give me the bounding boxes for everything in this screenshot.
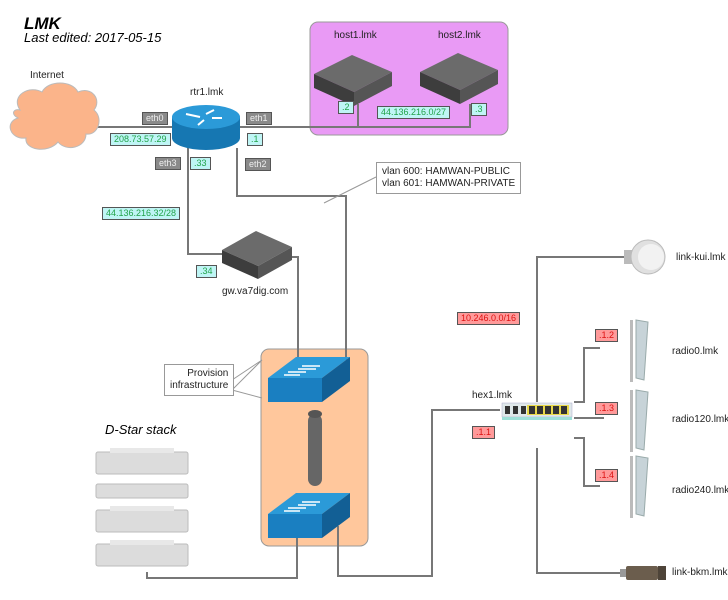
hex-ip-tag: .1.1: [472, 426, 496, 439]
internet-label: Internet: [30, 70, 64, 81]
host2-label: host2.lmk: [438, 30, 481, 41]
server-icon-host2: [420, 53, 498, 104]
sector-antenna-radio240: [630, 455, 649, 518]
gw-subnet-tag: 44.136.216.32/28: [102, 207, 181, 220]
dstar-unit-2: [95, 483, 189, 499]
wire-router-hosts: [238, 104, 471, 128]
dish-antenna-icon: [624, 239, 666, 275]
gw-ip-tag: .34: [196, 265, 217, 278]
host-subnet-tag: 44.136.216.0/27: [377, 106, 451, 119]
radio240-ip-tag: .1.4: [595, 469, 619, 482]
page-title: LMK: [24, 14, 61, 33]
wire-gw-switch: [292, 256, 299, 362]
provision-callout-line1: Provision: [187, 368, 229, 379]
radio240-label: radio240.lmk: [672, 485, 728, 496]
eth1-tag: eth1: [246, 112, 272, 125]
eth0-tag: eth0: [142, 112, 168, 125]
link-bkm-label: link-bkm.lmk: [672, 567, 728, 578]
wire-hex-bkm: [536, 448, 620, 574]
switch-icon-bottom: [268, 493, 350, 538]
link-kui-label: link-kui.lmk: [676, 252, 726, 263]
hex-router-icon: [501, 402, 573, 420]
eth2-tag: eth2: [245, 158, 271, 171]
hex-label: hex1.lmk: [472, 390, 513, 401]
vlan-callout-pointer: [323, 176, 377, 204]
eth1-ip-tag: .1: [247, 133, 263, 146]
dstar-unit-1: [95, 448, 189, 475]
vlan-callout-line1: vlan 600: HAMWAN-PUBLIC: [382, 166, 510, 177]
host-group-box: [309, 21, 509, 136]
sector-antenna-radio0: [630, 319, 649, 382]
vlan-callout: vlan 600: HAMWAN-PUBLIC vlan 601: HAMWAN…: [376, 162, 522, 194]
wire-hex-radio0: [574, 347, 600, 403]
host2-ip-tag: .3: [471, 103, 487, 116]
wire-hex-kui: [536, 256, 624, 402]
wire-router-switch: [236, 148, 347, 360]
wire-dstar-switch: [146, 526, 298, 579]
hamwan-subnet-tag: 10.246.0.0/16: [457, 312, 521, 325]
server-icon-gateway: [222, 231, 292, 279]
usb-radio-icon: [620, 566, 666, 580]
wire-hex-radio240: [574, 437, 600, 487]
host1-ip-tag: .2: [338, 101, 354, 114]
stack-cable-icon: [308, 410, 322, 486]
router-label: rtr1.lmk: [190, 87, 224, 98]
dstar-unit-4: [95, 540, 189, 567]
vlan-callout-line2: vlan 601: HAMWAN-PRIVATE: [382, 178, 516, 189]
wire-switch-hex: [337, 409, 500, 577]
last-edited: Last edited: 2017-05-15: [24, 30, 162, 45]
sector-antenna-radio120: [630, 389, 649, 452]
provision-callout: Provision infrastructure: [164, 364, 235, 396]
wan-ip-tag: 208.73.57.29: [110, 133, 171, 146]
radio120-label: radio120.lmk: [672, 414, 728, 425]
dstar-stack-label: D-Star stack: [105, 422, 177, 437]
host1-label: host1.lmk: [334, 30, 377, 41]
radio120-ip-tag: .1.3: [595, 402, 619, 415]
radio0-label: radio0.lmk: [672, 346, 719, 357]
radio0-ip-tag: .1.2: [595, 329, 619, 342]
provision-callout-line2: infrastructure: [170, 380, 229, 391]
switch-icon-top: [268, 357, 350, 402]
gateway-label: gw.va7dig.com: [222, 286, 289, 297]
router-icon: [172, 105, 240, 150]
dstar-unit-3: [95, 506, 189, 533]
server-icon-host1: [314, 55, 392, 106]
cloud-icon: [9, 82, 100, 150]
wire-router-gw: [187, 148, 222, 255]
eth3-tag: eth3: [155, 157, 181, 170]
provision-callout-pointer: [231, 359, 263, 399]
eth3-ip-tag: .33: [190, 157, 211, 170]
